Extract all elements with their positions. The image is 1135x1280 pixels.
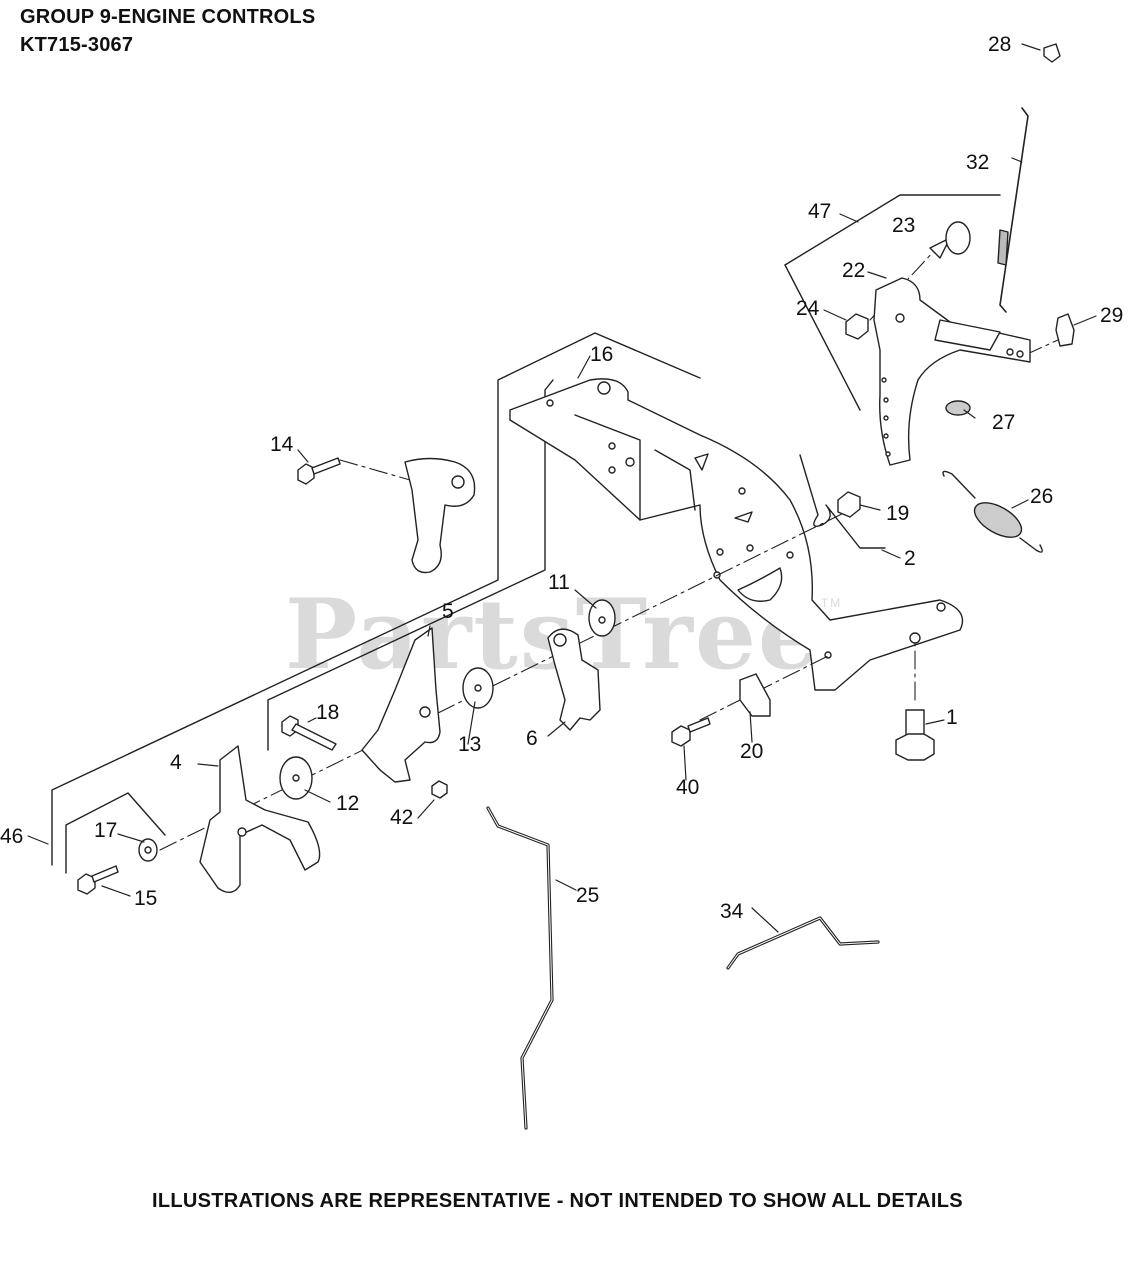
- nut-19: [837, 491, 861, 518]
- callout-19[interactable]: 19: [886, 502, 910, 525]
- callout-27[interactable]: 27: [992, 411, 1016, 434]
- callout-12[interactable]: 12: [336, 792, 360, 815]
- callout-26[interactable]: 26: [1030, 485, 1054, 508]
- callout-22[interactable]: 22: [842, 259, 866, 282]
- washer-12: [279, 756, 313, 800]
- callout-16[interactable]: 16: [590, 343, 614, 366]
- callout-47[interactable]: 47: [808, 200, 832, 223]
- washer-13: [462, 667, 494, 709]
- callout-1[interactable]: 1: [946, 706, 958, 729]
- diagram-model-number: KT715-3067: [20, 34, 134, 56]
- rod-25: [486, 806, 554, 1130]
- lever-4: [199, 745, 321, 893]
- callout-40[interactable]: 40: [676, 776, 700, 799]
- callout-17[interactable]: 17: [94, 819, 118, 842]
- washer-11: [588, 599, 616, 637]
- bolt-18: [281, 715, 337, 751]
- diagram-group-title: GROUP 9-ENGINE CONTROLS: [20, 6, 316, 28]
- callout-32[interactable]: 32: [966, 151, 990, 174]
- assembly-axis: [159, 504, 861, 851]
- group-outline-17: [65, 792, 166, 874]
- spring-26: [942, 470, 1043, 553]
- spring-2: [799, 454, 886, 549]
- callout-11[interactable]: 11: [548, 571, 570, 594]
- callout-5[interactable]: 5: [442, 600, 454, 623]
- lever-5: [361, 627, 441, 783]
- clip-20: [739, 673, 771, 717]
- bolt-1: [895, 709, 935, 761]
- knob-23: [929, 221, 971, 259]
- callout-20[interactable]: 20: [740, 740, 764, 763]
- callout-34[interactable]: 34: [720, 900, 744, 923]
- callout-15[interactable]: 15: [134, 887, 158, 910]
- callout-4[interactable]: 4: [170, 751, 182, 774]
- nut-42: [431, 780, 448, 799]
- washer-17: [138, 838, 158, 862]
- callout-6[interactable]: 6: [526, 727, 538, 750]
- bolt-14: [297, 457, 341, 485]
- control-lever-22: [873, 277, 1031, 466]
- callout-13[interactable]: 13: [458, 733, 482, 756]
- clip-28: [1043, 43, 1061, 63]
- representative-illustration-note: ILLUSTRATIONS ARE REPRESENTATIVE - NOT I…: [152, 1190, 963, 1212]
- bolt-15: [77, 865, 119, 895]
- spring-27: [945, 400, 971, 416]
- callout-23[interactable]: 23: [892, 214, 916, 237]
- group-outline-47: [784, 194, 1001, 266]
- bolt-40: [671, 717, 711, 747]
- nut-24: [845, 313, 869, 340]
- lever-14: [404, 457, 476, 574]
- callout-18[interactable]: 18: [316, 701, 340, 724]
- arm-6: [547, 628, 601, 731]
- callout-2[interactable]: 2: [904, 547, 916, 570]
- callout-42[interactable]: 42: [390, 806, 414, 829]
- spring-rod-32: [999, 107, 1029, 313]
- callout-28[interactable]: 28: [988, 33, 1012, 56]
- group-outline-46: [51, 332, 701, 866]
- callout-24[interactable]: 24: [796, 297, 820, 320]
- group-outline-inner: [267, 379, 554, 751]
- callout-25[interactable]: 25: [576, 884, 600, 907]
- callout-29[interactable]: 29: [1100, 304, 1124, 327]
- callout-14[interactable]: 14: [270, 433, 294, 456]
- main-bracket-16: [509, 378, 964, 691]
- leader-lines: [27, 43, 1097, 933]
- clip-29: [1055, 313, 1075, 347]
- callout-46[interactable]: 46: [0, 825, 24, 848]
